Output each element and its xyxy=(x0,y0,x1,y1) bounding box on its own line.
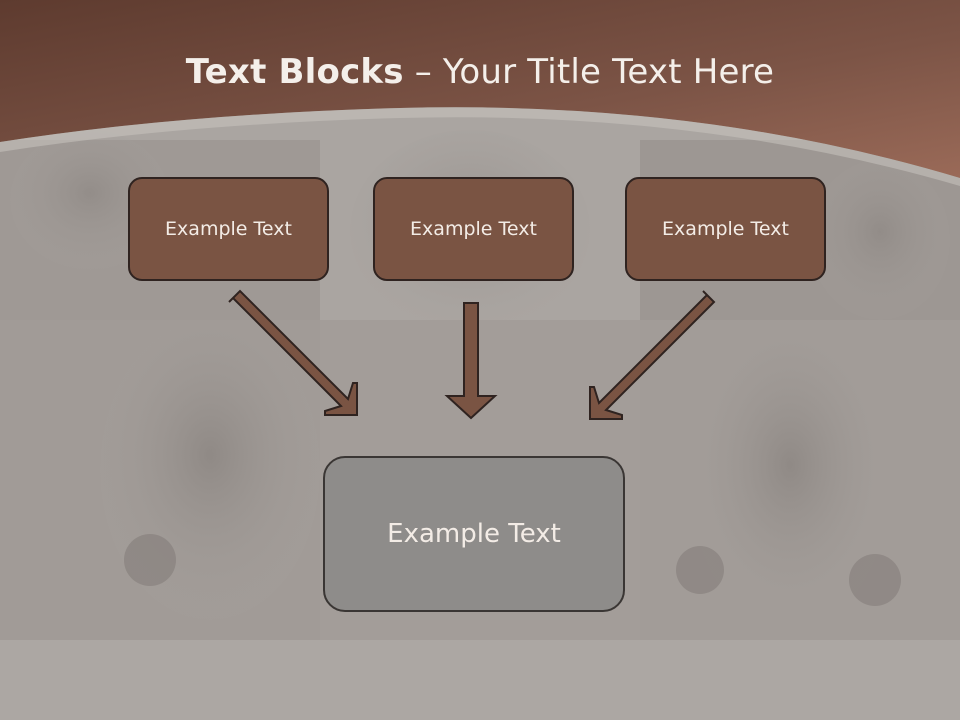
text-block-2[interactable]: Example Text xyxy=(373,177,574,281)
arrow-right-diagonal xyxy=(589,290,716,420)
slide-title: Text Blocks – Your Title Text Here xyxy=(0,52,960,92)
text-block-1[interactable]: Example Text xyxy=(128,177,329,281)
title-dash: – xyxy=(403,52,443,92)
text-block-3-label: Example Text xyxy=(662,218,789,240)
result-block-label: Example Text xyxy=(387,519,561,549)
result-block[interactable]: Example Text xyxy=(323,456,625,612)
text-block-3[interactable]: Example Text xyxy=(625,177,826,281)
title-rest-part: Your Title Text Here xyxy=(442,52,775,92)
text-block-2-label: Example Text xyxy=(410,218,537,240)
text-block-1-label: Example Text xyxy=(165,218,292,240)
title-bold-part: Text Blocks xyxy=(185,52,404,92)
arrow-left-diagonal xyxy=(228,289,358,416)
arrow-down xyxy=(444,302,498,420)
